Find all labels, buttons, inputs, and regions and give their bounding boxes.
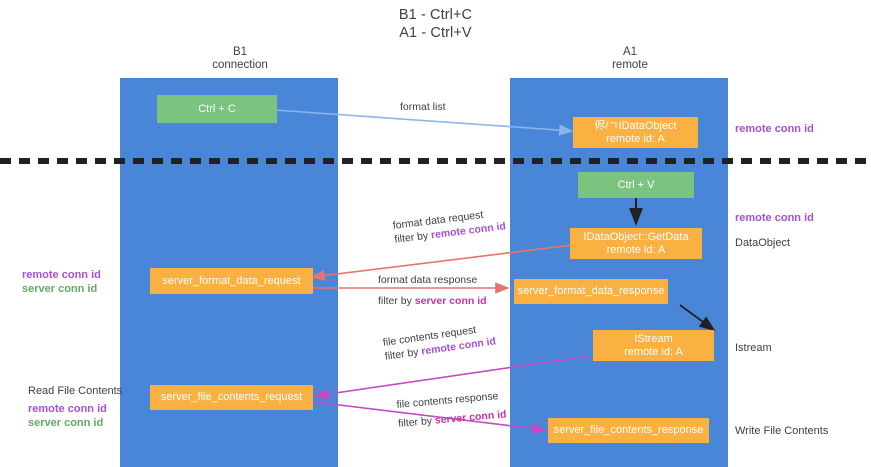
node-istream-line-2: remote id: A — [624, 345, 683, 358]
edge-label-file-contents-response-line-2: filter by server conn id — [398, 407, 507, 430]
column-header-b1-role: connection — [212, 59, 268, 71]
annotation-left-read-file-contents: Read File Contents — [28, 385, 123, 397]
annotation-right-remote-conn-id-top: remote conn id — [735, 123, 814, 135]
annotation-right-istream: Istream — [735, 342, 772, 354]
edge-label-format-data-response-line-2: filter by server conn id — [378, 294, 487, 308]
annotation-left-server-conn-id-bottom: server conn id — [28, 417, 104, 429]
edge-label-file-contents-response-prefix: filter by — [397, 414, 436, 430]
node-server-file-contents-request-label: server_file_contents_request — [160, 391, 303, 403]
node-idataobject-line-1: 侭/ㄱIDataObject — [594, 119, 677, 132]
node-server-file-contents-request[interactable]: server_file_contents_request — [150, 385, 313, 410]
node-getdata[interactable]: IDataObject::GetData remote id: A — [570, 228, 702, 259]
column-header-a1-name: A1 — [622, 46, 638, 58]
annotation-right-dataobject: DataObject — [735, 237, 791, 249]
edge-label-format-data-response-prefix: filter by — [378, 295, 415, 307]
node-ctrl-v-label: Ctrl + V — [617, 178, 655, 191]
node-server-format-data-response[interactable]: server_format_data_response — [514, 279, 668, 304]
column-header-a1: A1 remote — [540, 46, 720, 72]
node-ctrl-c[interactable]: Ctrl + C — [157, 95, 277, 123]
node-idataobject[interactable]: 侭/ㄱIDataObject remote id: A — [573, 117, 698, 148]
edge-label-format-data-request: format data request filter by remote con… — [392, 205, 507, 246]
edge-label-file-contents-response: file contents response filter by server … — [396, 389, 507, 431]
edge-label-format-list-line-1: format list — [400, 101, 446, 113]
node-server-format-data-request[interactable]: server_format_data_request — [150, 268, 313, 294]
edge-label-file-contents-request: file contents request filter by remote c… — [382, 320, 497, 363]
column-header-b1: B1 connection — [150, 46, 330, 72]
edge-label-format-data-request-prefix: filter by — [393, 229, 432, 246]
node-server-format-data-request-label: server_format_data_request — [162, 274, 301, 287]
node-idataobject-line-2: remote id: A — [606, 132, 665, 145]
edge-label-format-data-response-line-1: format data response — [378, 274, 478, 286]
edge-label-file-contents-request-prefix: filter by — [384, 345, 423, 363]
diagram-title: B1 - Ctrl+C A1 - Ctrl+V — [0, 6, 871, 42]
annotation-left-remote-conn-id-bottom: remote conn id — [28, 403, 107, 415]
edge-label-format-list: format list — [400, 100, 446, 114]
edge-label-file-contents-response-highlight: server conn id — [434, 408, 507, 427]
column-header-a1-role: remote — [612, 59, 648, 71]
column-header-b1-name: B1 — [232, 46, 248, 58]
annotation-left-remote-conn-id-mid: remote conn id — [22, 269, 101, 281]
edge-label-format-data-response-highlight: server conn id — [414, 295, 487, 307]
node-server-file-contents-response-label: server_file_contents_response — [553, 424, 704, 436]
node-server-file-contents-response[interactable]: server_file_contents_response — [548, 418, 709, 443]
node-getdata-line-2: remote id: A — [606, 243, 666, 256]
annotation-left-server-conn-id-mid: server conn id — [22, 283, 98, 295]
node-istream-line-1: IStream — [634, 332, 673, 345]
annotation-right-write-file-contents: Write File Contents — [735, 425, 829, 437]
node-ctrl-v[interactable]: Ctrl + V — [578, 172, 694, 198]
edge-label-format-data-response: format data response filter by server co… — [378, 273, 487, 308]
title-line-2: A1 - Ctrl+V — [399, 25, 472, 41]
title-line-1: B1 - Ctrl+C — [398, 7, 473, 23]
node-istream[interactable]: IStream remote id: A — [593, 330, 714, 361]
node-server-format-data-response-label: server_format_data_response — [517, 285, 665, 297]
node-ctrl-c-label: Ctrl + C — [198, 102, 236, 115]
annotation-right-remote-conn-id-mid: remote conn id — [735, 212, 814, 224]
node-getdata-line-1: IDataObject::GetData — [583, 230, 689, 243]
